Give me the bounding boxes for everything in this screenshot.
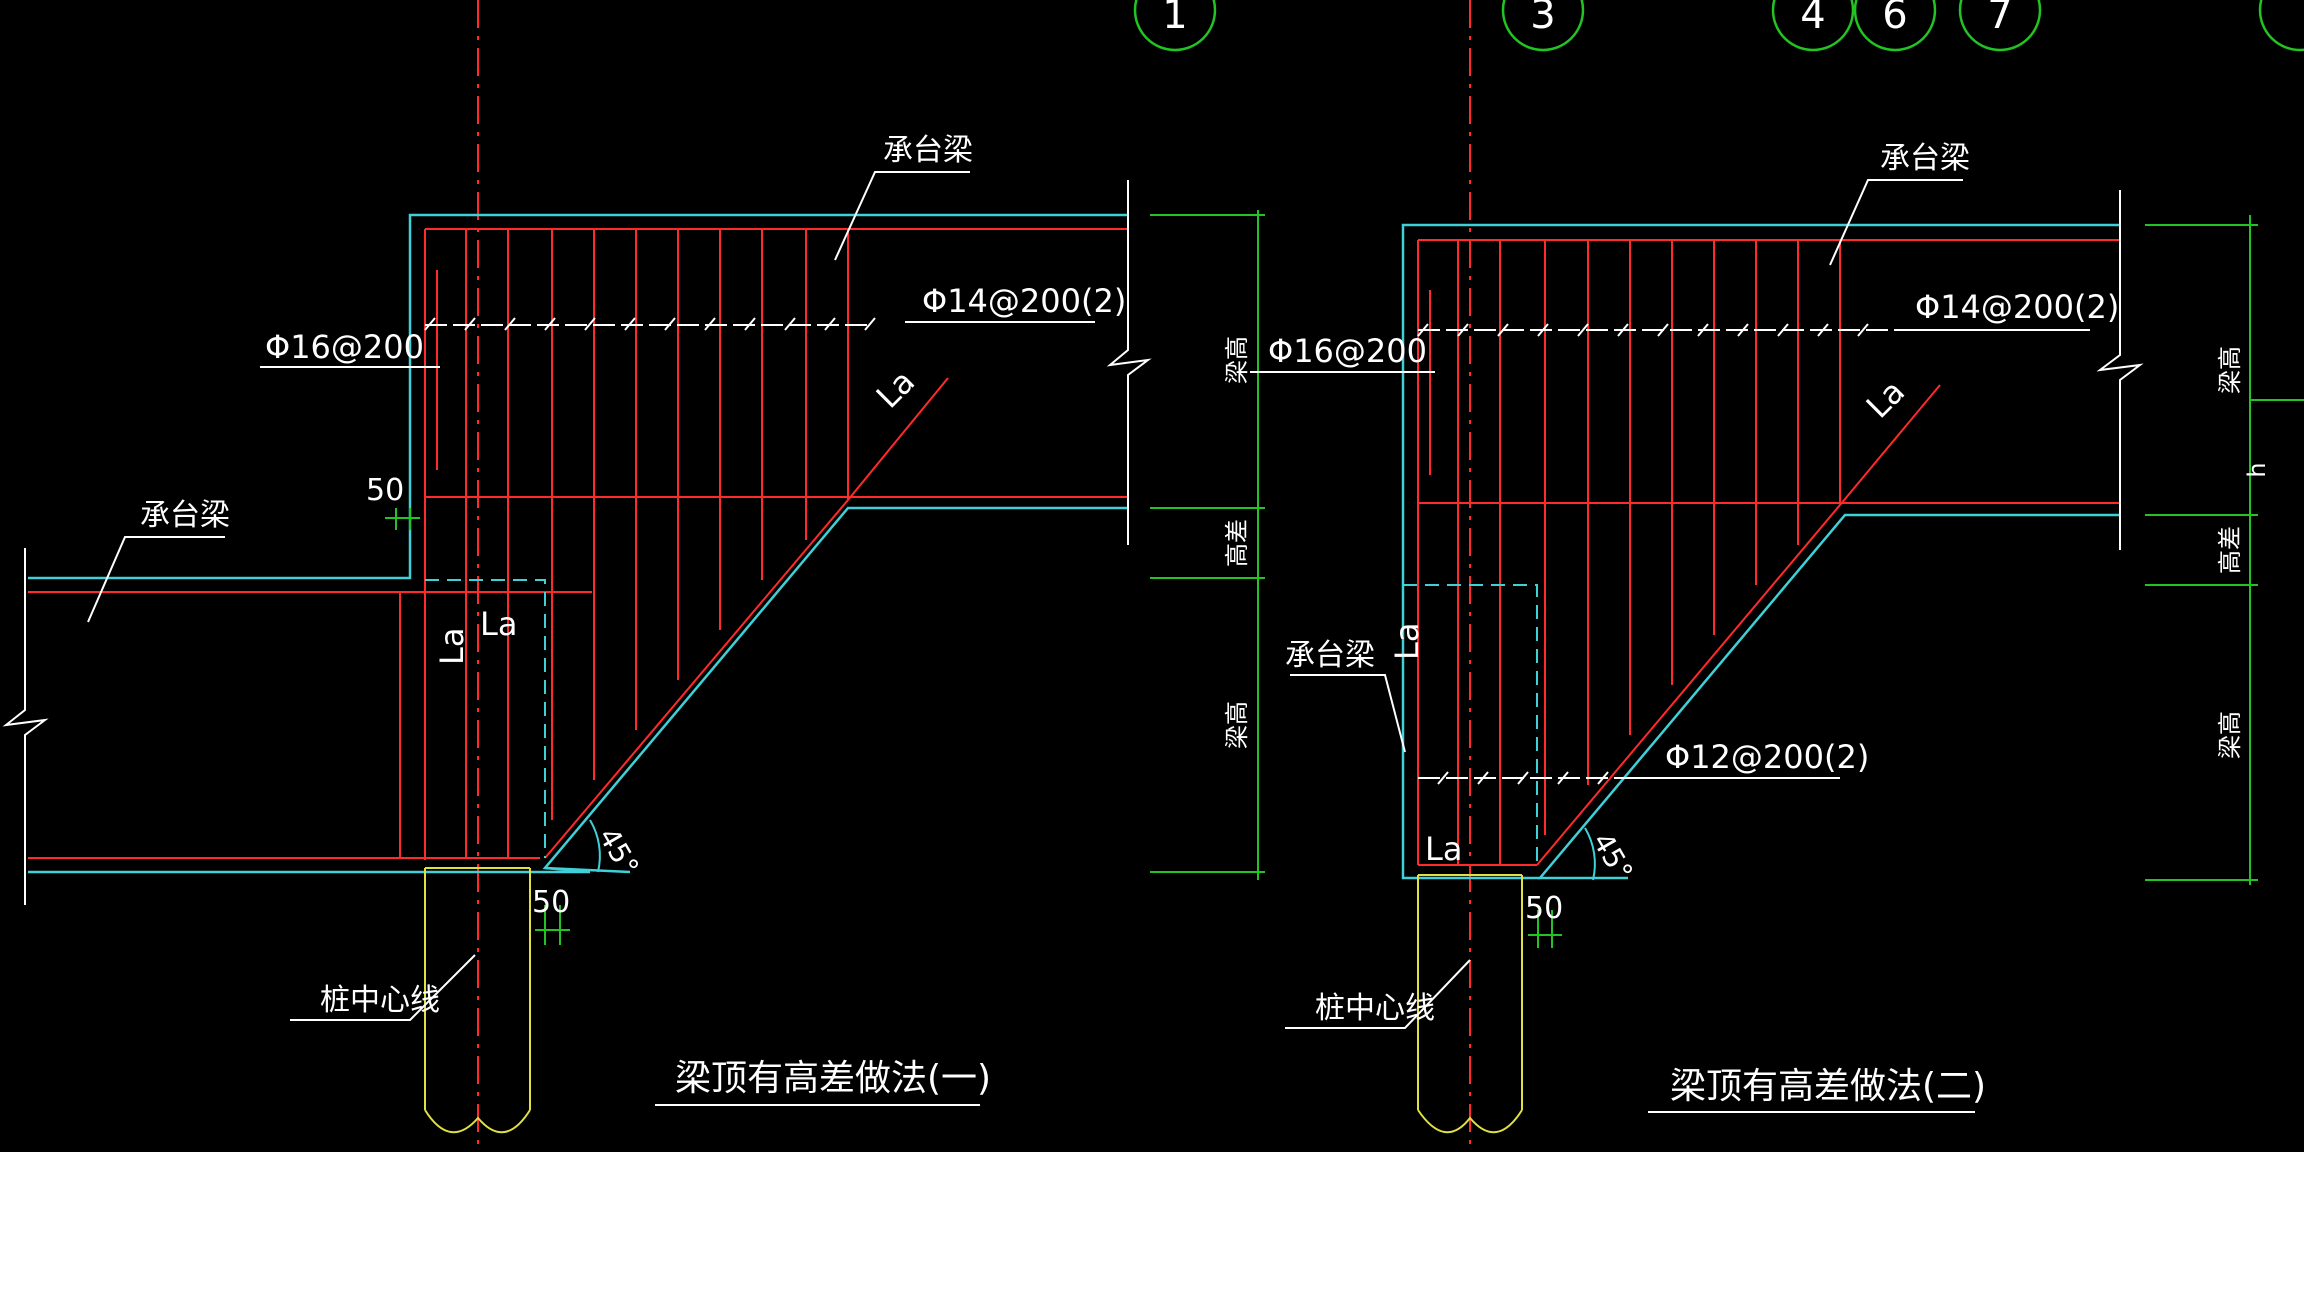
right-angle-arc [1584,827,1596,881]
left-label-pile-center: 桩中心线 [320,983,440,1018]
grid-bubble-7 [1958,0,2042,52]
right-leaders [1250,179,2090,1113]
left-label-rebar-side: Φ16@200 [265,328,424,366]
right-label-rebar-top: Φ14@200(2) [1915,288,2119,326]
grid-bubble-1 [1133,0,1217,52]
right-rebar [1417,239,2120,866]
right-la-dashed-box [1403,584,1538,865]
grid-label-3: 3 [1530,0,1555,38]
right-dimensions [1528,215,2304,948]
left-detail: 承台梁 Φ14@200(2) Φ16@200 50 承台梁 La La La 4… [2,0,1265,1152]
grid-label-6: 6 [1882,0,1907,38]
grid-label-7: 7 [1987,0,2012,38]
left-concrete-outline [28,213,1127,874]
left-label-beam-top: 承台梁 [883,133,973,168]
right-dim-beam-height-lower: 梁高 [2216,711,2244,759]
right-label-la-vertical: La [1388,623,1426,660]
right-label-la-bottom: La [1425,830,1462,868]
right-concrete-outline [1401,223,2120,880]
grid-bubble-6 [1853,0,1937,52]
grid-label-1: 1 [1162,0,1187,38]
right-label-rebar-bottom: Φ12@200(2) [1665,738,1869,776]
right-dim-height-diff: 高差 [2216,526,2244,574]
grid-bubble-4 [1771,0,1855,52]
grid-label-4: 4 [1800,0,1825,38]
grid-bubble-edge [2258,0,2304,52]
left-label-beam-left: 承台梁 [140,498,230,533]
right-label-beam-left: 承台梁 [1285,638,1375,673]
left-caption: 梁顶有高差做法(一) [675,1058,991,1099]
left-label-50-lower: 50 [532,885,570,920]
right-la-diagonal [1839,384,1941,506]
right-dim-beam-height: 梁高 [2216,346,2244,394]
right-dim-h: h [2243,462,2271,477]
left-la-dashed-box [425,579,546,858]
right-caption: 梁顶有高差做法(二) [1670,1066,1986,1107]
right-detail: 承台梁 Φ14@200(2) Φ16@200 La La 承台梁 Φ12@200… [1250,0,2304,1152]
grid-bubble-3 [1501,0,1585,52]
left-dimensions [385,210,1265,945]
left-dim-beam-height-lower: 梁高 [1223,701,1251,749]
left-dim-beam-height: 梁高 [1223,336,1251,384]
left-label-50-upper: 50 [366,473,404,508]
left-rebar [28,228,1127,860]
right-pile [1417,874,1523,1134]
left-leaders [87,171,1095,1106]
right-label-50: 50 [1525,891,1563,926]
right-label-rebar-side: Φ16@200 [1268,332,1427,370]
grid-bubbles [1133,0,2304,52]
left-angle-arc [589,819,601,873]
left-dim-height-diff: 高差 [1223,519,1251,567]
left-top-bar-ticks [424,317,876,331]
right-label-pile-center: 桩中心线 [1315,991,1435,1026]
left-pile [424,867,531,1134]
left-break-lines [2,180,1152,905]
left-label-la-horizontal: La [480,605,517,643]
drawing-background [0,0,2304,1152]
left-label-rebar-top: Φ14@200(2) [922,282,1126,320]
right-label-beam-top: 承台梁 [1880,141,1970,176]
left-la-diagonal [847,377,949,501]
grid-bubble-labels: 1 3 4 6 7 [1162,0,2012,38]
right-break-lines [2096,190,2144,550]
left-label-la-vertical: La [433,628,471,665]
